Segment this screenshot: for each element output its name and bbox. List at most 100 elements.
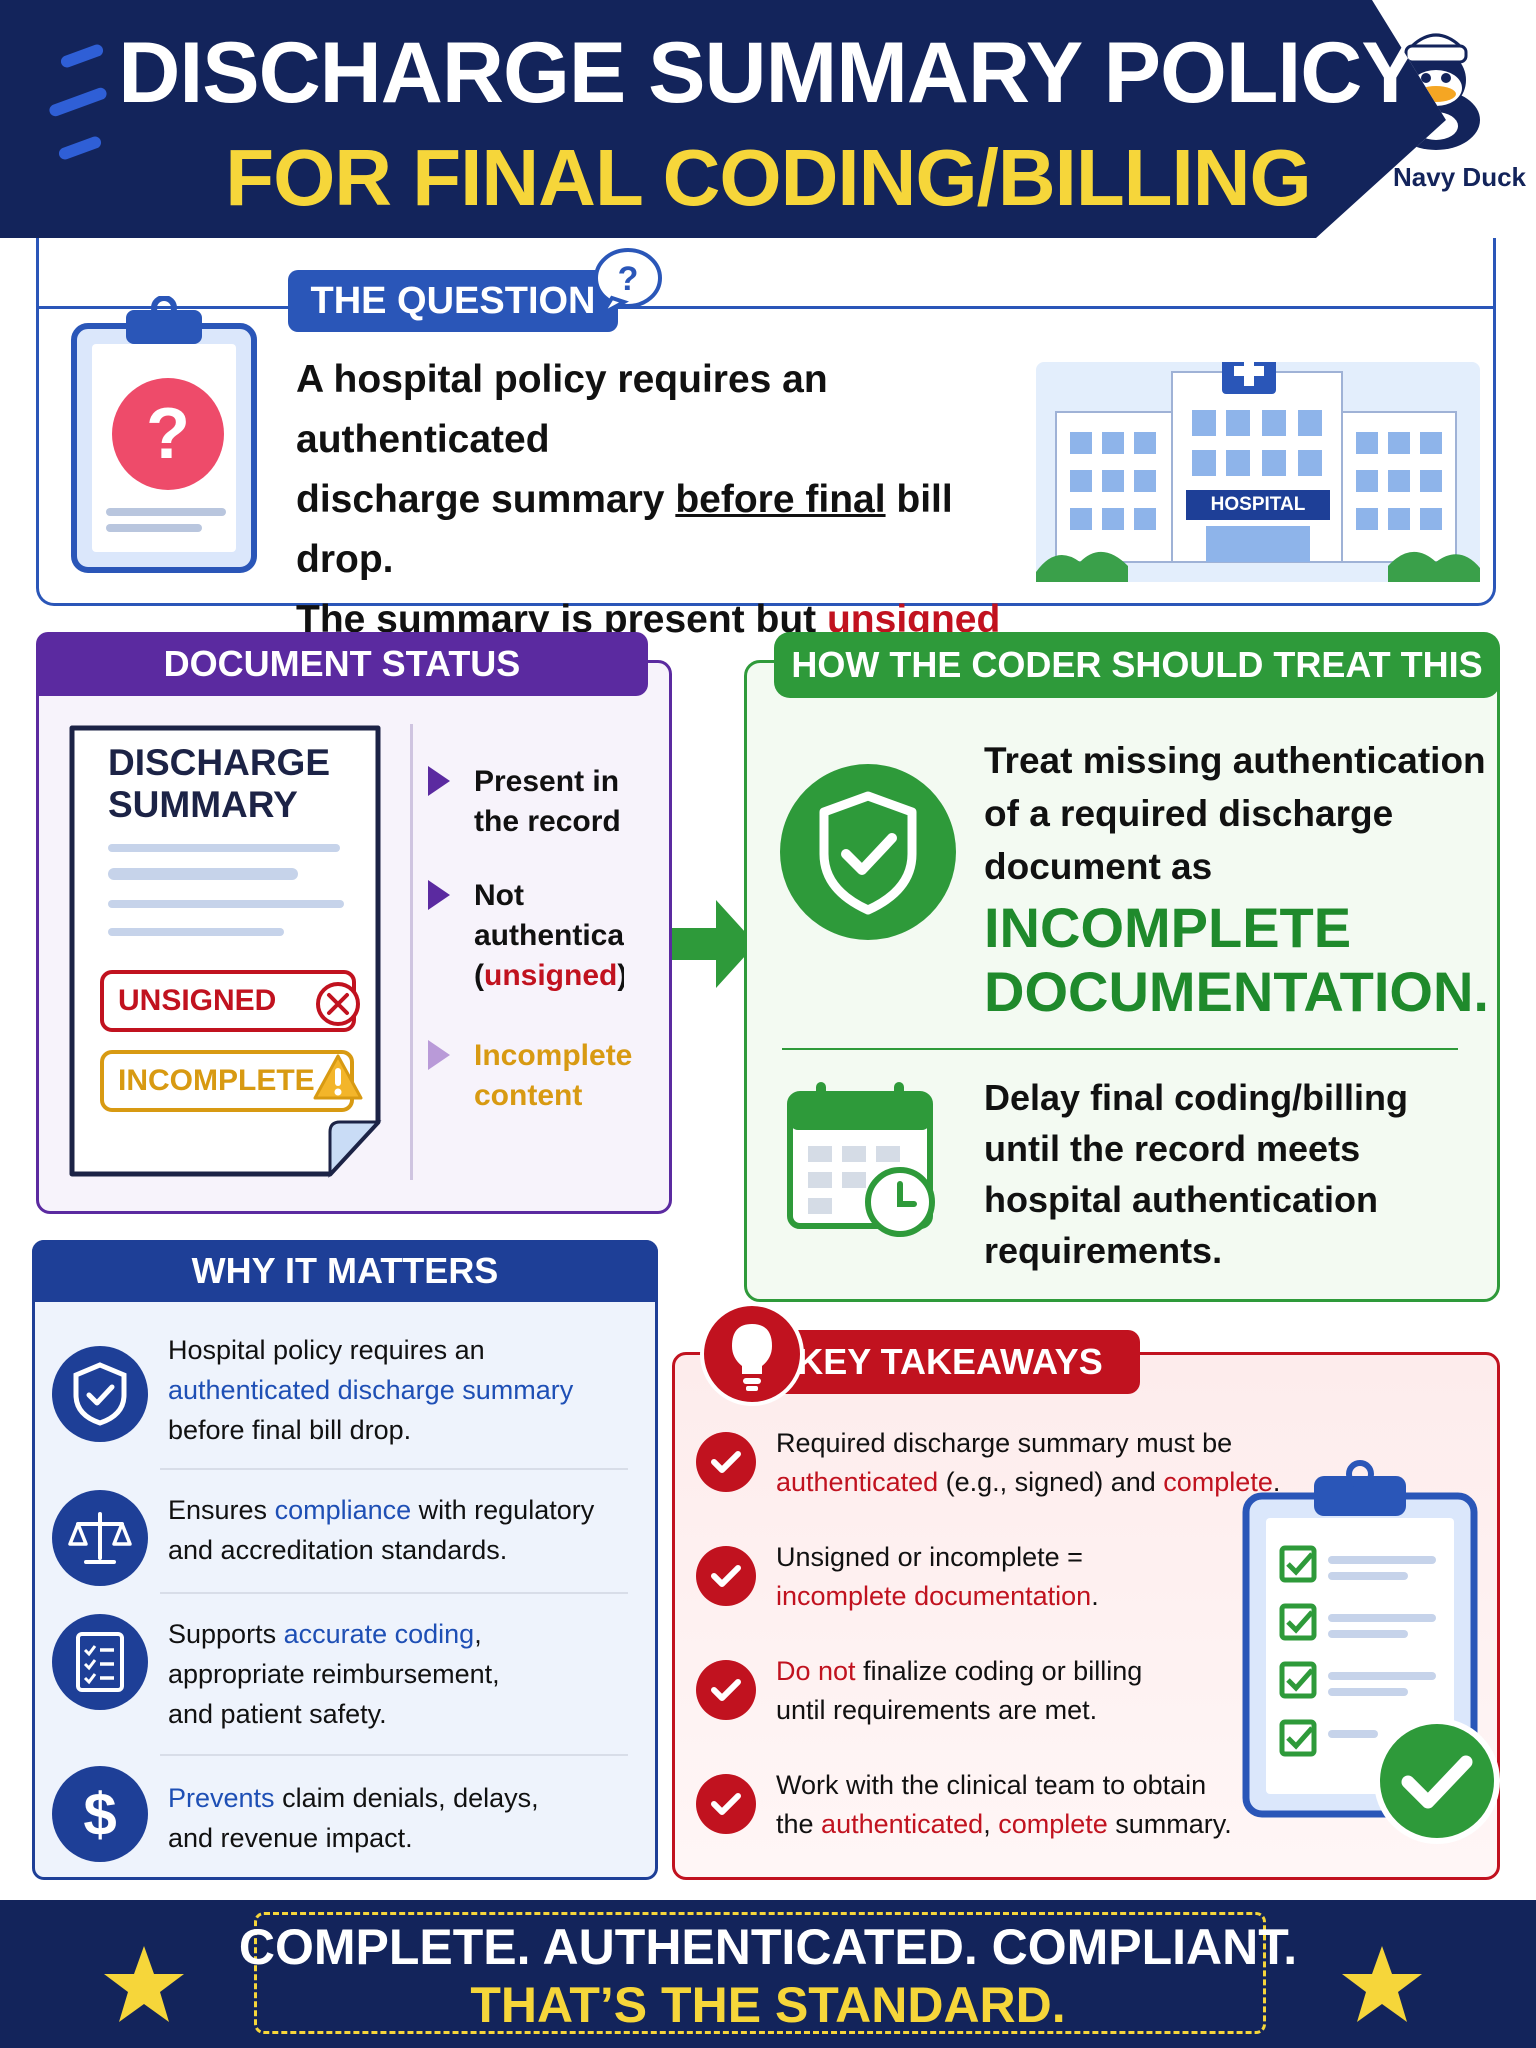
why-text: with regulatory <box>411 1495 595 1525</box>
incomplete-badge: INCOMPLETE <box>100 1050 354 1112</box>
takeaway-highlight: incomplete documentation <box>776 1581 1092 1611</box>
document-status-label: DOCUMENT STATUS <box>36 632 648 696</box>
unsigned-badge-label: UNSIGNED <box>118 984 277 1017</box>
scales-icon <box>52 1490 148 1586</box>
document-title-line: SUMMARY <box>108 784 298 825</box>
big-check-circle-icon <box>1374 1718 1500 1844</box>
question-divider <box>36 306 1496 309</box>
question-text-fragment: bill drop. <box>296 478 953 581</box>
arrow-bullet-icon <box>428 880 450 910</box>
check-circle-icon <box>696 1432 756 1492</box>
treatment-label: HOW THE CODER SHOULD TREAT THIS <box>774 632 1500 698</box>
why-text: Supports <box>168 1619 284 1649</box>
check-circle-icon <box>696 1546 756 1606</box>
document-title: DISCHARGE SUMMARY <box>108 742 330 826</box>
treatment-line: document as <box>984 846 1213 887</box>
hospital-sign: HOSPITAL <box>1210 494 1306 515</box>
delay-text: Delay final coding/billing until the rec… <box>984 1072 1408 1276</box>
unsigned-badge: UNSIGNED <box>100 970 356 1032</box>
why-row-prevents: Prevents claim denials, delays, and reve… <box>168 1778 539 1858</box>
question-panel <box>36 238 1496 606</box>
treatment-line: Treat missing authentication <box>984 740 1486 781</box>
takeaway-text: finalize coding or billing <box>855 1656 1143 1686</box>
takeaway-row-2: Unsigned or incomplete = incomplete docu… <box>776 1538 1099 1616</box>
why-it-matters-label: WHY IT MATTERS <box>32 1240 658 1302</box>
lightbulb-icon <box>700 1302 804 1406</box>
takeaway-highlight: complete <box>998 1809 1108 1839</box>
status-item-present: Present in the record <box>474 762 621 842</box>
takeaway-text: Unsigned or incomplete = <box>776 1542 1083 1572</box>
why-text: Hospital policy requires an <box>168 1335 485 1365</box>
treatment-text: Treat missing authentication of a requir… <box>984 734 1486 893</box>
status-item-line: Incomplete <box>474 1039 633 1072</box>
takeaway-highlight: authenticated <box>776 1467 939 1497</box>
unsigned-text: unsigned <box>484 959 618 992</box>
document-title-line: DISCHARGE <box>108 742 331 783</box>
status-item-line: Present in <box>474 765 620 798</box>
star-icon <box>104 1946 184 2022</box>
why-separator <box>160 1468 628 1470</box>
why-highlight: Prevents <box>168 1783 275 1813</box>
header-banner: DISCHARGE SUMMARY POLICY FOR FINAL CODIN… <box>0 0 1536 238</box>
takeaway-row-4: Work with the clinical team to obtain th… <box>776 1766 1232 1844</box>
why-text: appropriate reimbursement, <box>168 1659 500 1689</box>
footer-line-1: COMPLETE. AUTHENTICATED. COMPLIANT. <box>238 1919 1298 1975</box>
svg-text:?: ? <box>618 260 639 298</box>
takeaway-text: Work with the clinical team to obtain <box>776 1770 1207 1800</box>
brand-name: Navy Duck <box>1393 162 1526 192</box>
right-arrow-icon <box>672 900 756 988</box>
dollar-glyph: $ <box>83 1780 117 1848</box>
star-icon <box>1342 1946 1422 2022</box>
takeaway-text: the <box>776 1809 822 1839</box>
title-line-1: DISCHARGE SUMMARY POLICY <box>118 25 1419 121</box>
status-item-incomplete: Incomplete content <box>474 1036 632 1116</box>
delay-line: Delay final coding/billing <box>984 1077 1409 1118</box>
paren: ( <box>474 959 484 992</box>
emphasis-line: INCOMPLETE <box>984 896 1352 959</box>
why-text: before final bill drop. <box>168 1415 412 1445</box>
delay-line: hospital authentication <box>984 1179 1379 1220</box>
calendar-clock-icon <box>787 1082 935 1237</box>
takeaway-row-3: Do not finalize coding or billing until … <box>776 1652 1142 1730</box>
why-row-coding: Supports accurate coding, appropriate re… <box>168 1614 500 1734</box>
question-text-line: A hospital policy requires an authentica… <box>296 358 828 461</box>
takeaway-text: summary. <box>1107 1809 1232 1839</box>
why-row-policy: Hospital policy requires an authenticate… <box>168 1330 573 1450</box>
emphasis-line: DOCUMENTATION. <box>984 960 1489 1023</box>
why-text: Ensures <box>168 1495 275 1525</box>
clipboard-question-icon: ? <box>71 296 257 573</box>
key-takeaways-label: KEY TAKEAWAYS <box>760 1330 1140 1394</box>
arrow-bullet-icon <box>428 766 450 796</box>
dollar-icon: $ <box>52 1766 148 1862</box>
treatment-divider <box>782 1048 1458 1050</box>
status-item-line: authenticat <box>474 919 624 952</box>
why-row-compliance: Ensures compliance with regulatory and a… <box>168 1490 594 1570</box>
status-divider <box>410 724 413 1180</box>
checklist-icon <box>52 1614 148 1710</box>
x-circle-icon <box>316 982 360 1026</box>
question-emphasis: before final <box>675 478 886 521</box>
question-text-fragment: discharge summary <box>296 478 676 521</box>
check-circle-icon <box>696 1660 756 1720</box>
paren: ) <box>617 959 624 992</box>
hospital-building-icon <box>1036 348 1480 582</box>
why-text: and revenue impact. <box>168 1823 413 1853</box>
treatment-line: of a required discharge <box>984 793 1394 834</box>
takeaway-text: . <box>1272 1467 1281 1497</box>
arrow-bullet-icon <box>428 1040 450 1070</box>
incomplete-badge-label: INCOMPLETE <box>118 1064 315 1097</box>
speech-bubble-question-icon: ? <box>594 248 662 318</box>
title-line-2: FOR FINAL CODING/BILLING <box>225 133 1312 222</box>
takeaway-text: , <box>983 1809 999 1839</box>
takeaway-row-1: Required discharge summary must be authe… <box>776 1424 1280 1502</box>
status-item-line: content <box>474 1079 583 1112</box>
incomplete-documentation-emphasis: INCOMPLETE DOCUMENTATION. <box>984 896 1489 1024</box>
delay-line: until the record meets <box>984 1128 1361 1169</box>
why-text: and accreditation standards. <box>168 1535 508 1565</box>
status-item-not-authenticated: Not authenticat (unsigned) <box>474 876 624 996</box>
footer-frame <box>254 1912 1266 2034</box>
hospital-illustration: HOSPITAL <box>1036 348 1480 582</box>
why-separator <box>160 1592 628 1594</box>
takeaway-text: (e.g., signed) and <box>938 1467 1164 1497</box>
why-text: and patient safety. <box>168 1699 387 1729</box>
